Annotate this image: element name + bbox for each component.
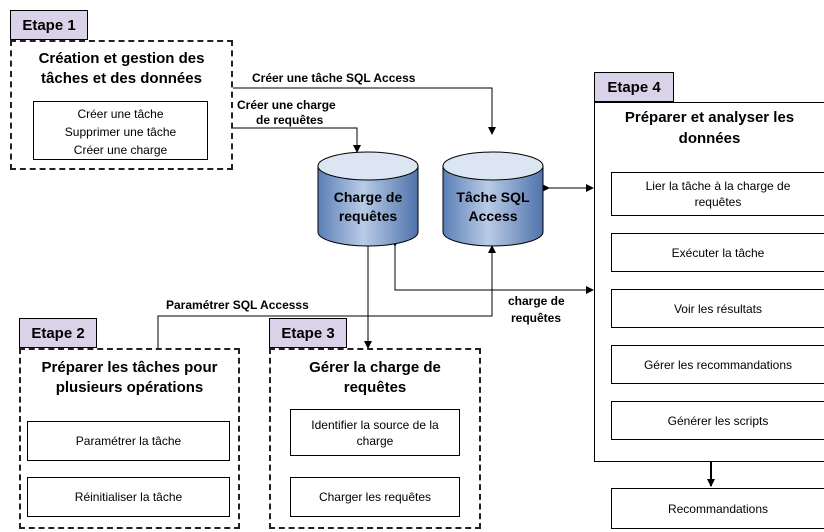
stage4-item-lier: Lier la tâche à la charge de requêtes xyxy=(611,172,824,216)
stage4-title-line2: données xyxy=(678,130,741,147)
label-creer-charge-line1: Créer une charge xyxy=(237,98,336,112)
stage4-item-executer: Exécuter la tâche xyxy=(611,233,824,272)
stage4-item-generer: Générer les scripts xyxy=(611,401,824,440)
stage2-item-reinitialiser: Réinitialiser la tâche xyxy=(27,477,230,517)
label-parametrer-sql: Paramétrer SQL Accesss xyxy=(166,298,309,312)
stage3-title-line1: Gérer la charge de xyxy=(309,359,441,376)
recommandations-output: Recommandations xyxy=(611,488,824,529)
connector-stage1-to-tache xyxy=(233,87,496,135)
stage4-title-line1: Préparer et analyser les xyxy=(624,109,795,126)
stage4-item-gerer: Gérer les recommandations xyxy=(611,345,824,384)
list-item: Supprimer une tâche xyxy=(64,125,177,139)
list-item: Créer une charge xyxy=(73,143,168,157)
connector-stage2-to-tache xyxy=(157,245,496,348)
label-charge-requetes-line1: charge de xyxy=(508,294,565,308)
stage3-item-identifier: Identifier la source de la charge xyxy=(290,409,460,456)
connector-charge-to-stage4 xyxy=(391,239,594,294)
stage4-item-voir: Voir les résultats xyxy=(611,289,824,328)
stage4-tag: Etape 4 xyxy=(594,72,674,102)
stage1-tag: Etape 1 xyxy=(10,10,88,40)
label-creer-charge-line2: de requêtes xyxy=(256,113,324,127)
tache-database-icon xyxy=(442,151,544,247)
stage3-tag: Etape 3 xyxy=(269,318,347,348)
stage2-item-parametrer: Paramétrer la tâche xyxy=(27,421,230,461)
tache-database-label-line1: Tâche SQL xyxy=(456,189,530,205)
charge-database-label-line1: Charge de xyxy=(333,189,403,205)
stage2-tag: Etape 2 xyxy=(19,318,97,348)
charge-database-label-line2: requêtes xyxy=(338,208,398,224)
stage3-title-line2: requêtes xyxy=(343,379,407,396)
stage1-title-line1: Création et gestion des xyxy=(38,50,205,67)
charge-database-label: Charge de requêtes xyxy=(318,188,418,226)
list-item: Créer une tâche xyxy=(77,107,164,121)
stage2-title-line1: Préparer les tâches pour xyxy=(41,359,218,376)
tache-database-label-line2: Access xyxy=(468,208,518,224)
label-creer-tache-sql: Créer une tâche SQL Access xyxy=(252,71,416,85)
charge-database-icon xyxy=(317,151,419,247)
stage2-title-line2: plusieurs opérations xyxy=(55,379,204,396)
tache-database-label: Tâche SQL Access xyxy=(443,188,543,226)
label-charge-requetes-line2: requêtes xyxy=(511,311,562,325)
connector-stage1-to-charge xyxy=(233,127,361,153)
stage3-item-charger: Charger les requêtes xyxy=(290,477,460,517)
stage1-actions-list: Créer une tâche Supprimer une tâche Crée… xyxy=(33,101,208,160)
stage1-title-line2: tâches et des données xyxy=(41,70,202,87)
